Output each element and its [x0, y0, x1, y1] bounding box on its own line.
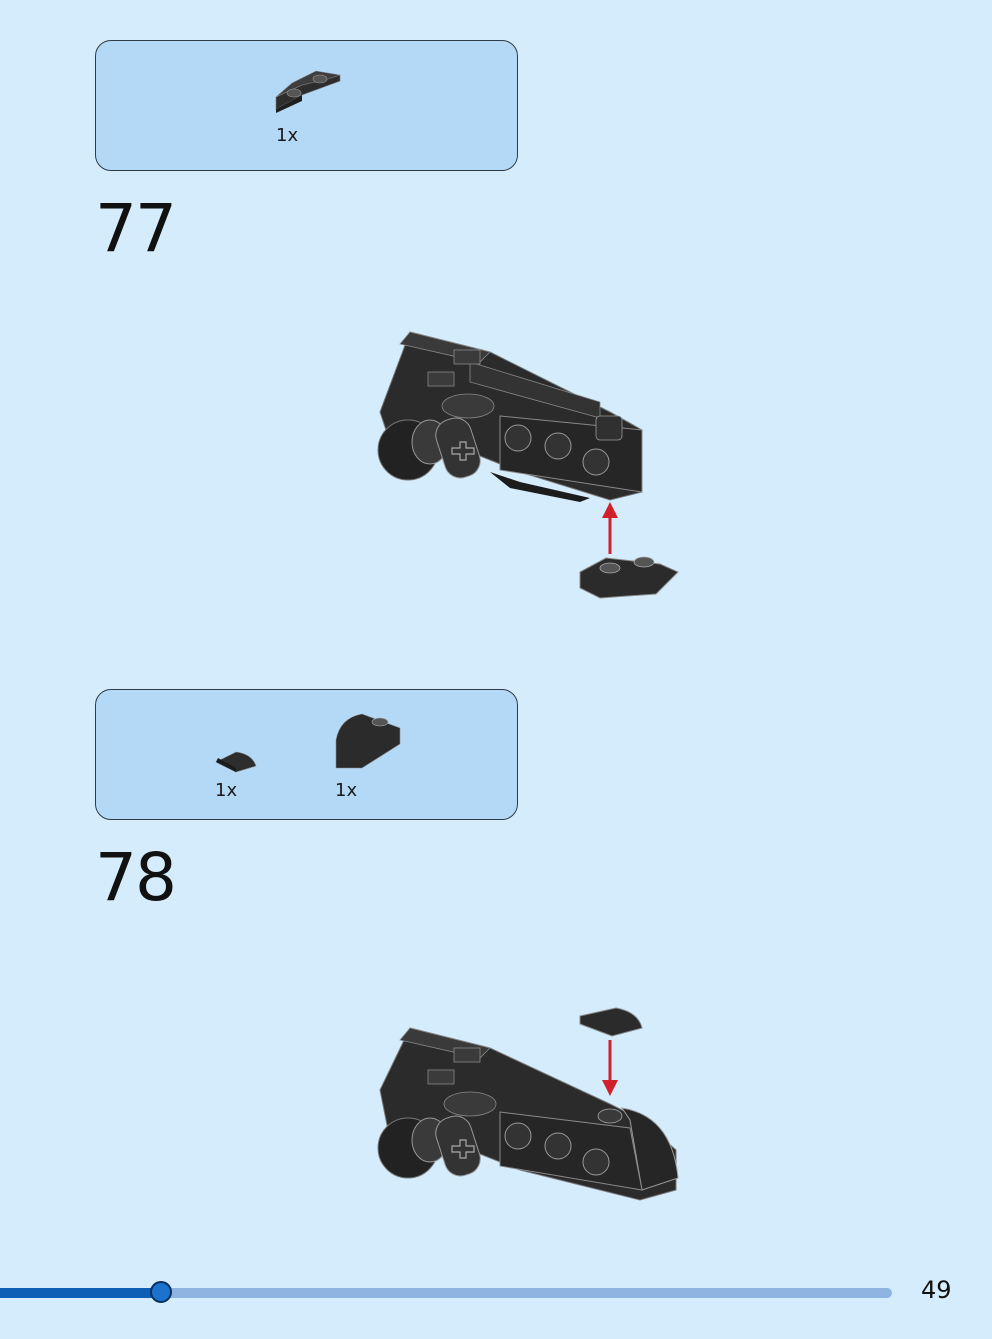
curved-slope-brick-icon [335, 713, 401, 769]
parts-callout-step-78: 1x 1x [95, 689, 518, 820]
page-number: 49 [921, 1276, 952, 1304]
step-number: 78 [95, 839, 177, 916]
part-quantity: 1x [215, 780, 238, 801]
part-quantity: 1x [276, 125, 299, 146]
part-quantity: 1x [335, 780, 358, 801]
parts-callout-step-77: 1x [95, 40, 518, 171]
build-illustration-step-78 [377, 1007, 679, 1201]
progress-knob [150, 1281, 172, 1303]
quarter-tile-round-icon [215, 751, 257, 773]
step-number: 77 [95, 190, 177, 267]
build-illustration-step-77 [377, 331, 679, 599]
progress-fill [0, 1288, 161, 1298]
progress-bar [0, 1281, 892, 1303]
inverted-slope-plate-icon [275, 70, 341, 113]
